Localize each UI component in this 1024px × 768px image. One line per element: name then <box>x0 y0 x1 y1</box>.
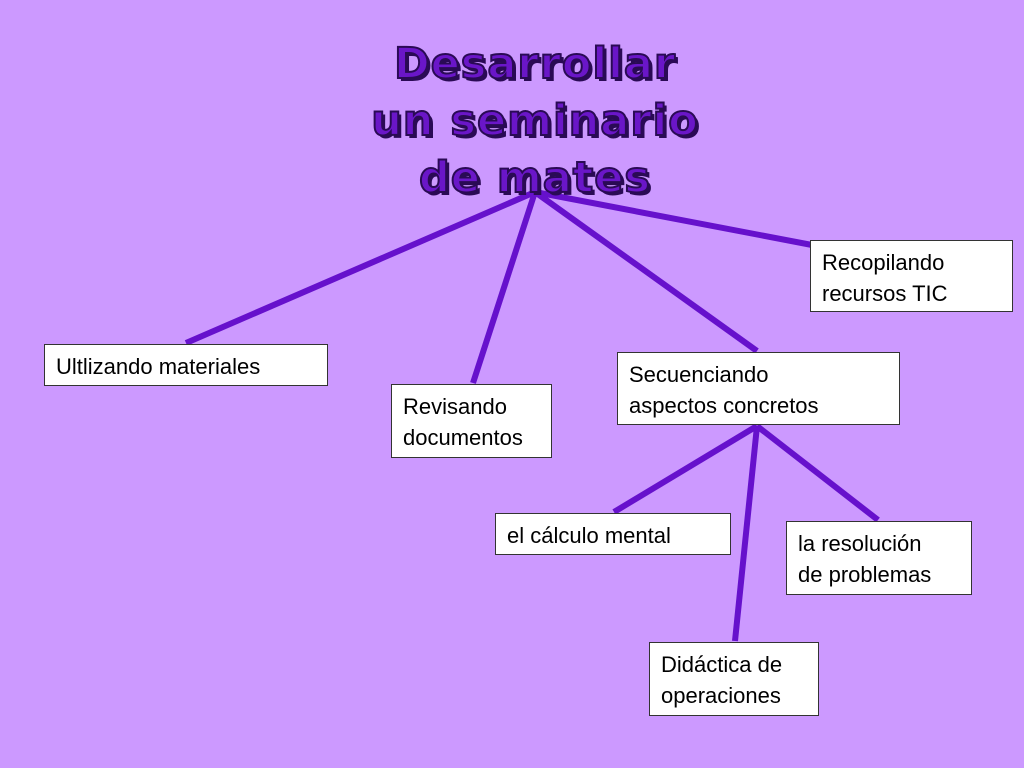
node-revisando-documentos: Revisando documentos <box>391 384 552 458</box>
node-recursos-line-1: Recopilando <box>822 250 945 275</box>
connector-title-materiales <box>184 189 537 346</box>
root-title-line-2: un seminario <box>370 95 699 147</box>
node-documentos-line-2: documentos <box>403 425 523 450</box>
node-secuenciando-line-2: aspectos concretos <box>629 393 819 418</box>
connector-title-documentos <box>470 191 538 384</box>
node-resolucion-line-2: de problemas <box>798 562 932 587</box>
node-didactica-line-2: operaciones <box>661 683 781 708</box>
node-documentos-line-1: Revisando <box>403 394 507 419</box>
node-utilizando-materiales: Ultlizando materiales <box>44 344 328 386</box>
connector-title-recursos <box>534 189 813 248</box>
node-recopilando-recursos: Recopilando recursos TIC <box>810 240 1013 312</box>
root-title: Desarrollar un seminario de mates <box>330 36 740 207</box>
node-didactica-line-1: Didáctica de <box>661 652 783 677</box>
node-secuenciando-aspectos: Secuenciando aspectos concretos <box>617 352 900 425</box>
connector-secuenciando-resolucion <box>755 423 880 523</box>
node-resolucion-problemas: la resolución de problemas <box>786 521 972 595</box>
node-secuenciando-line-1: Secuenciando <box>629 362 769 387</box>
node-recursos-line-2: recursos TIC <box>822 281 948 306</box>
root-title-line-1: Desarrollar <box>393 38 677 90</box>
connector-title-secuenciando <box>533 189 759 354</box>
root-title-line-3: de mates <box>418 152 652 204</box>
connector-secuenciando-calculo <box>612 423 759 515</box>
connector-secuenciando-didactica <box>732 425 760 642</box>
node-resolucion-line-1: la resolución <box>798 531 922 556</box>
node-calculo-line-1: el cálculo mental <box>507 523 671 548</box>
node-materiales-line-1: Ultlizando materiales <box>56 354 261 379</box>
node-calculo-mental: el cálculo mental <box>495 513 731 555</box>
node-didactica-operaciones: Didáctica de operaciones <box>649 642 819 716</box>
